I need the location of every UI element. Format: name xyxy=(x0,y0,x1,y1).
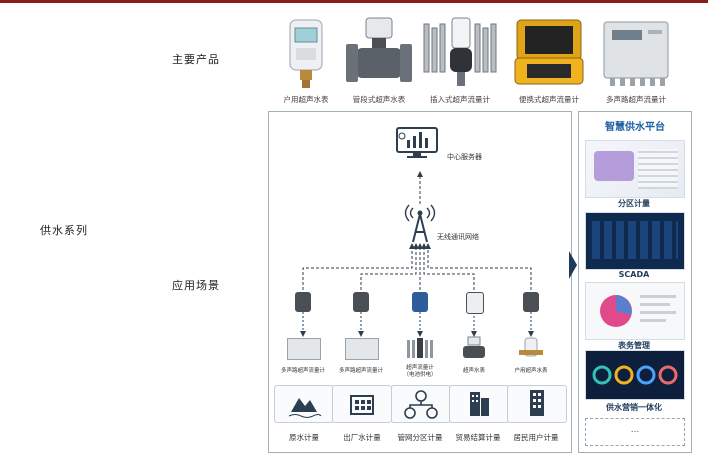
product-household-meter: 户用超声水表 xyxy=(262,12,350,105)
scenario-label: 原水计量 xyxy=(289,433,319,442)
network-zone-icon xyxy=(391,385,451,423)
meter-management-screenshot xyxy=(585,282,685,340)
scenario-label: 管网分区计量 xyxy=(397,433,443,442)
device-caption-sub: （电池供电） xyxy=(403,372,437,378)
collector-icon xyxy=(466,292,484,314)
product-caption: 管段式超声水表 xyxy=(352,95,406,104)
product-caption: 户用超声水表 xyxy=(283,95,329,104)
product-portable-flowmeter: 便携式超声流量计 xyxy=(505,12,593,105)
collector-icon xyxy=(353,292,369,312)
collector-icon xyxy=(523,292,539,312)
factory-water-icon xyxy=(332,385,392,423)
platform-section-label: SCADA xyxy=(618,270,650,279)
device-image xyxy=(345,338,379,360)
platform-section-label: 表务管理 xyxy=(618,341,650,350)
scada-screenshot xyxy=(585,212,685,270)
device-caption: 超声流量计 xyxy=(406,365,434,371)
platform-section-label: 供水营销一体化 xyxy=(606,403,662,412)
platform-panel: 智慧供水平台 分区计量 SCADA 表务管理 供水营销一体化 ... xyxy=(578,111,692,453)
chevron-right-icon xyxy=(569,251,577,279)
product-caption: 插入式超声流量计 xyxy=(430,95,490,104)
device-image xyxy=(459,336,489,360)
insertion-flowmeter-image xyxy=(423,17,497,86)
server-monitor-icon xyxy=(396,127,438,158)
device-caption: 超声水表 xyxy=(462,368,485,374)
device-caption: 多声路超声流量计 xyxy=(280,368,325,374)
more-placeholder: ... xyxy=(585,418,685,446)
device-image xyxy=(287,338,321,360)
diagram-connectors xyxy=(300,171,534,337)
device-caption: 户用超声水表 xyxy=(514,368,548,374)
server-label: 中心服务器 xyxy=(447,153,482,161)
residential-user-icon xyxy=(507,385,567,423)
marketing-screenshot xyxy=(585,350,685,400)
device-image xyxy=(406,336,434,360)
header-rule xyxy=(0,0,708,3)
device-image xyxy=(517,336,545,360)
application-scenarios-label: 应用场景 xyxy=(172,279,220,292)
device-caption: 多声路超声流量计 xyxy=(338,368,383,374)
household-meter-image xyxy=(289,19,323,88)
main-products-label: 主要产品 xyxy=(172,53,220,66)
platform-title: 智慧供水平台 xyxy=(605,122,665,133)
portable-flowmeter-image xyxy=(514,19,584,85)
product-multipath-flowmeter: 多声路超声流量计 xyxy=(592,12,680,105)
multipath-flowmeter-image xyxy=(603,21,669,86)
product-insertion-flowmeter: 插入式超声流量计 xyxy=(416,12,504,105)
pipe-meter-image xyxy=(346,17,412,82)
scenario-label: 出厂水计量 xyxy=(343,433,381,442)
collector-icon xyxy=(295,292,311,312)
trade-settlement-icon xyxy=(449,385,509,423)
network-label: 无线通讯网络 xyxy=(437,233,479,241)
product-caption: 多声路超声流量计 xyxy=(606,95,666,104)
antenna-icon xyxy=(404,204,436,243)
zone-metering-screenshot xyxy=(585,140,685,198)
scenario-label: 居民用户计量 xyxy=(513,433,559,442)
product-pipe-meter: 管段式超声水表 xyxy=(335,12,423,105)
supply-series-label: 供水系列 xyxy=(40,224,88,237)
platform-section-label: 分区计量 xyxy=(618,199,650,208)
scenario-label: 贸易结算计量 xyxy=(455,433,501,442)
application-diagram-panel: 中心服务器 无线通讯网络 多声路超声流量计 多声路超声流量计 超声流量计 （电池… xyxy=(268,111,572,453)
product-caption: 便携式超声流量计 xyxy=(519,95,579,104)
collector-icon xyxy=(412,292,428,312)
raw-water-icon xyxy=(274,385,334,423)
